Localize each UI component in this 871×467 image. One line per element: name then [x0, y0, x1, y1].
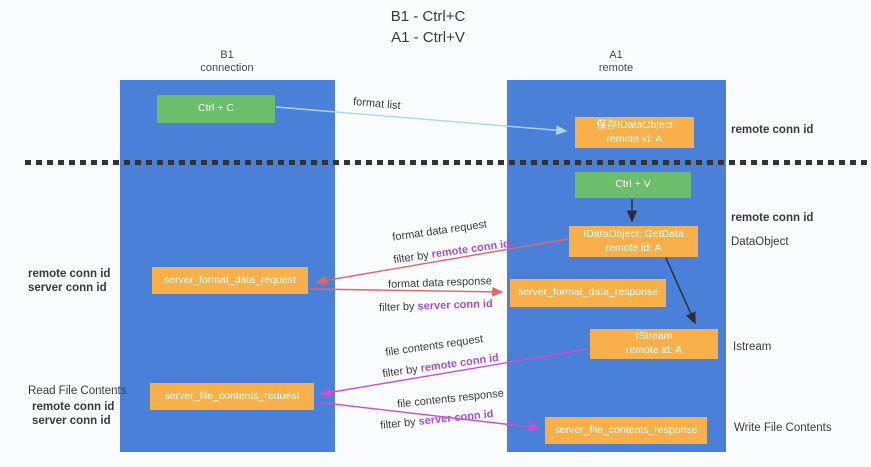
node-server-file-contents-response: server_file_contents_response — [545, 417, 707, 444]
label-filter-by-remote-conn-id-1: filter by remote conn id — [393, 238, 511, 266]
node-server-format-data-response: server_format_data_response — [510, 279, 666, 307]
node-save-idataobject-line2: remote id: A — [606, 132, 663, 145]
node-server-format-data-request-label: server_format_data_request — [164, 273, 296, 286]
node-server-format-data-request: server_format_data_request — [152, 267, 308, 294]
node-server-file-contents-request: server_file_contents_request — [150, 383, 314, 410]
node-idataobject-getdata: IDataObject::GetData remote id: A — [569, 226, 698, 257]
left-column-header: B1 connection — [127, 49, 327, 75]
remote-conn-id-text: remote conn id — [419, 351, 500, 375]
annot-read-file-contents: Read File Contents — [28, 385, 127, 397]
filter-by-text: filter by — [378, 300, 418, 314]
right-column-name: A1 — [609, 49, 623, 61]
label-filter-by-server-conn-id-1: filter by server conn id — [379, 298, 493, 314]
annot-server-conn-id-left-1: server conn id — [28, 282, 107, 294]
right-column-subtitle: remote — [598, 62, 634, 74]
label-file-contents-response: file contents response — [396, 387, 505, 411]
left-column-name: B1 — [220, 49, 234, 61]
node-save-idataobject: 保存IDataObject remote id: A — [575, 117, 694, 148]
label-filter-by-server-conn-id-2: filter by server conn id — [380, 408, 494, 432]
annot-remote-conn-id-left-1: remote conn id — [28, 268, 111, 280]
node-getdata-line1: IDataObject::GetData — [583, 227, 684, 240]
node-server-file-contents-request-label: server_file_contents_request — [164, 389, 300, 402]
filter-by-text: filter by — [381, 362, 422, 381]
left-column-subtitle: connection — [200, 62, 254, 74]
label-format-data-response: format data response — [387, 275, 493, 291]
title-line-1: B1 - Ctrl+C — [390, 8, 466, 25]
label-format-data-request: format data request — [391, 218, 488, 244]
node-istream-line2: remote id: A — [625, 344, 683, 356]
node-ctrl-v-label: Ctrl + V — [615, 178, 651, 191]
annot-dataobject: DataObject — [731, 236, 789, 248]
node-getdata-line2: remote id: A — [605, 241, 662, 254]
annot-istream: Istream — [733, 341, 772, 353]
node-istream: IStream remote id: A — [590, 329, 718, 359]
title-line-2: A1 - Ctrl+V — [391, 29, 465, 46]
dashed-divider-line — [25, 160, 871, 165]
remote-conn-id-text: remote conn id — [430, 237, 511, 261]
node-istream-line1: IStream — [635, 330, 673, 343]
server-conn-id-text: server conn id — [417, 298, 493, 313]
filter-by-text: filter by — [379, 415, 420, 432]
label-format-list: format list — [352, 95, 402, 113]
diagram-title: B1 - Ctrl+C A1 - Ctrl+V — [328, 6, 528, 48]
node-server-file-contents-response-label: server_file_contents_response — [554, 423, 698, 436]
right-column-header: A1 remote — [516, 49, 716, 75]
annot-remote-conn-id-right: remote conn id — [731, 212, 814, 224]
annot-server-conn-id-left-2: server conn id — [32, 415, 111, 427]
node-ctrl-c: Ctrl + C — [157, 95, 275, 123]
filter-by-text: filter by — [392, 248, 433, 267]
annot-remote-conn-id-left-2: remote conn id — [32, 401, 115, 413]
node-ctrl-v: Ctrl + V — [575, 172, 691, 198]
node-save-idataobject-line1: 保存IDataObject — [596, 118, 673, 131]
node-server-format-data-response-label: server_format_data_response — [517, 286, 659, 299]
annot-write-file-contents: Write File Contents — [734, 422, 832, 434]
annot-remote-conn-id-top-right: remote conn id — [731, 124, 814, 136]
node-ctrl-c-label: Ctrl + C — [198, 102, 234, 115]
server-conn-id-text: server conn id — [417, 408, 495, 428]
